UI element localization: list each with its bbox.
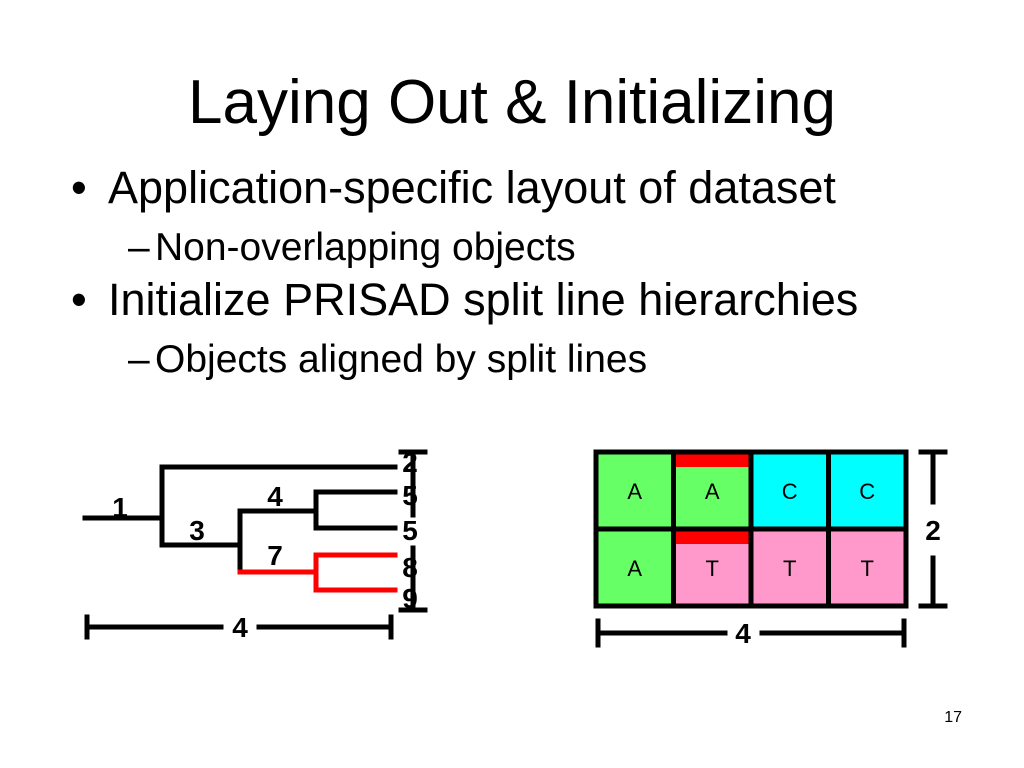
- leaf-label: 2: [402, 447, 418, 478]
- split-marker: [673, 452, 751, 467]
- object-grid: A A C C A T T: [593, 449, 948, 649]
- height-bracket: [398, 449, 428, 613]
- sub-bullet-marker: –: [128, 226, 150, 269]
- cell-label: C: [782, 479, 798, 504]
- cell-label: A: [627, 556, 642, 581]
- sub-bullet-text: Non-overlapping objects: [155, 226, 576, 269]
- bullet-marker: •: [71, 274, 87, 325]
- grid-height-bracket: [918, 449, 948, 609]
- slide-title: Laying Out & Initializing: [188, 68, 836, 137]
- grid-cell: C: [828, 452, 906, 529]
- grid-cell: A: [673, 452, 751, 529]
- node-label-lower-branch: 3: [189, 515, 205, 546]
- cell-label: T: [706, 556, 719, 581]
- split-marker: [673, 529, 751, 544]
- width-bracket: [84, 614, 394, 640]
- cell-background: [596, 529, 674, 606]
- cell-background: [751, 529, 829, 606]
- grid-height-label: 2: [925, 515, 941, 546]
- grid-cell: T: [673, 529, 751, 606]
- grid-cell: A: [596, 529, 674, 606]
- page-number: 17: [944, 709, 962, 726]
- grid-cell: A: [596, 452, 674, 529]
- grid-width-label: 4: [735, 618, 751, 649]
- split-line-tree: 1 3 4 7 2 5 5 8 9 4: [82, 447, 428, 643]
- grid-width-bracket: [595, 618, 907, 648]
- bullet-text: Initialize PRISAD split line hierarchies: [108, 274, 858, 325]
- bullet-marker: •: [71, 162, 87, 213]
- grid-cell: T: [751, 529, 829, 606]
- width-label: 4: [232, 612, 248, 643]
- cell-label: A: [705, 479, 720, 504]
- node-label-upper-subtree: 4: [267, 481, 283, 512]
- node-label-highlighted-subtree: 7: [267, 540, 283, 571]
- sub-bullet-text: Objects aligned by split lines: [155, 338, 647, 381]
- bullet-list: • Application-specific layout of dataset…: [71, 162, 858, 381]
- cell-background: [828, 452, 906, 529]
- cell-background: [751, 452, 829, 529]
- grid-cell: C: [751, 452, 829, 529]
- sub-bullet-marker: –: [128, 338, 150, 381]
- cell-label: C: [859, 479, 875, 504]
- cell-background: [828, 529, 906, 606]
- bullet-text: Application-specific layout of dataset: [108, 162, 836, 213]
- leaf-label: 9: [402, 583, 418, 614]
- height-label: 5: [402, 515, 418, 546]
- cell-label: T: [861, 556, 874, 581]
- cell-label: T: [783, 556, 796, 581]
- leaf-label: 5: [402, 480, 418, 511]
- leaf-label: 8: [402, 552, 418, 583]
- cell-label: A: [627, 479, 642, 504]
- node-label-root: 1: [112, 492, 128, 523]
- grid-cell: T: [828, 529, 906, 606]
- cell-background: [596, 452, 674, 529]
